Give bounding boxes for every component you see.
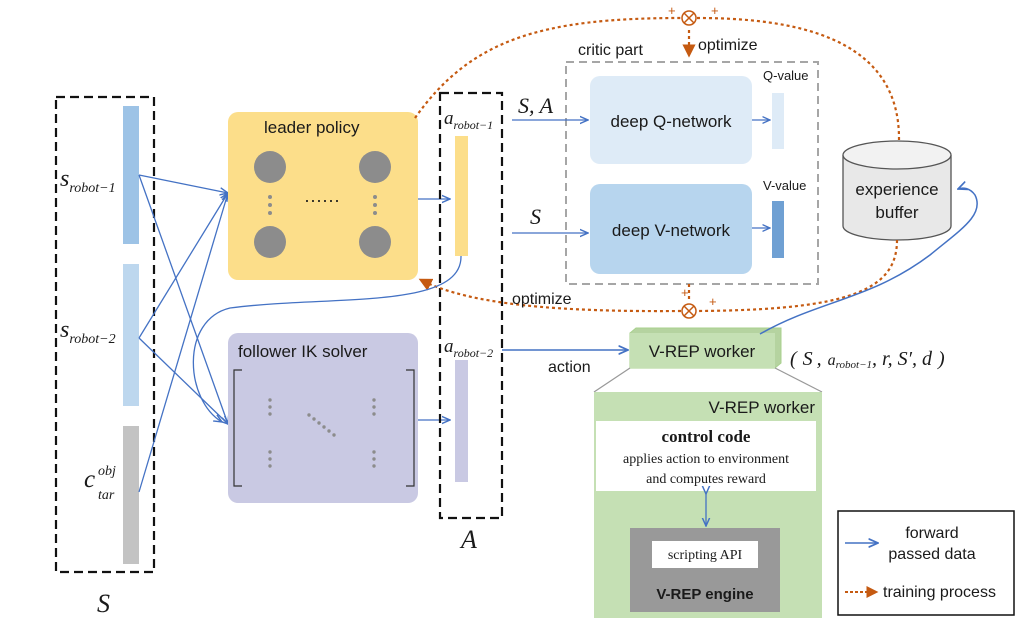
matrix-dots xyxy=(268,398,376,468)
optimize-critic-label: optimize xyxy=(698,37,758,54)
legend-box xyxy=(837,510,1015,616)
action-arrow-label: action xyxy=(548,359,591,376)
plus-sign: + xyxy=(709,294,717,309)
control-code-box xyxy=(596,421,816,491)
leader-hidden-dots: ······ xyxy=(304,190,340,210)
action-label-robot2: arobot−2 xyxy=(444,336,493,360)
state-bar-target xyxy=(123,426,139,564)
neuron-node xyxy=(359,151,391,183)
vrep-worker-detail-title: V-REP worker xyxy=(709,398,816,417)
control-code-line1: applies action to environment xyxy=(623,452,789,467)
v-value-bar xyxy=(772,201,784,258)
zoom-line-left xyxy=(593,367,631,393)
v-input-label: S xyxy=(530,204,541,229)
state-group-label: S xyxy=(97,589,110,618)
vrep-worker-node-face xyxy=(630,333,775,368)
training-path-buffer-to-bottom xyxy=(696,239,899,313)
critic-part-title: critic part xyxy=(578,42,643,59)
training-path-buffer-to-top xyxy=(696,16,901,141)
training-paths xyxy=(414,16,901,313)
plus-sign: + xyxy=(668,3,676,18)
action-label-robot1: arobot−1 xyxy=(444,108,493,132)
vrep-engine-label: V-REP engine xyxy=(656,586,753,603)
training-path-leader-to-top xyxy=(414,16,682,119)
state-label-target-sup: obj xyxy=(98,464,116,479)
critic-part-box xyxy=(565,61,819,285)
state-label-target-sub: tar xyxy=(98,488,115,503)
q-value-bar xyxy=(772,93,784,149)
v-network-box xyxy=(590,184,752,274)
follower-solver-box xyxy=(228,333,418,503)
optimize-leader-arrow xyxy=(418,278,682,313)
follower-solver-title: follower IK solver xyxy=(238,342,368,361)
q-input-label: S, A xyxy=(518,93,554,118)
buffer-cylinder-top xyxy=(842,140,952,170)
buffer-label-line1: experience xyxy=(855,180,938,199)
transition-to-buffer-arrow xyxy=(759,188,978,335)
buffer-label-line2: buffer xyxy=(875,203,919,222)
leader-policy-title: leader policy xyxy=(264,118,360,137)
q-value-label: Q-value xyxy=(763,68,809,83)
legend-training-label: training process xyxy=(883,584,996,601)
vrep-worker-node-label: V-REP worker xyxy=(649,342,756,361)
legend-forward-line2: passed data xyxy=(888,546,975,563)
matrix-bracket-right xyxy=(406,369,415,487)
v-value-label: V-value xyxy=(763,178,806,193)
matrix-bracket-left xyxy=(233,369,242,487)
neuron-node xyxy=(254,151,286,183)
state-bar-robot2 xyxy=(123,264,139,406)
sum-node-bottom xyxy=(681,303,697,319)
optimize-leader-label: optimize xyxy=(512,291,572,308)
v-network-label: deep V-network xyxy=(612,221,731,240)
plus-sign: + xyxy=(711,3,719,18)
input-arrows xyxy=(138,174,228,493)
scripting-api-label: scripting API xyxy=(668,548,743,563)
transition-tuple: (S,arobot−1, r, S′, d) xyxy=(790,348,945,371)
q-network-box xyxy=(590,76,752,164)
sum-node-top xyxy=(681,10,697,26)
action-bar-robot1 xyxy=(455,136,468,256)
plus-sign: + xyxy=(681,285,689,300)
legend-forward-line1: forward xyxy=(905,525,958,542)
action-feedback-arrow xyxy=(192,255,462,422)
q-network-label: deep Q-network xyxy=(611,112,732,131)
state-bar-robot1 xyxy=(123,106,139,244)
neuron-ellipsis xyxy=(268,195,377,215)
action-bar-robot2 xyxy=(455,360,468,482)
neuron-node xyxy=(359,226,391,258)
neuron-node xyxy=(254,226,286,258)
control-code-line2: and computes reward xyxy=(646,472,766,487)
state-group-box xyxy=(54,95,156,574)
scripting-api-box xyxy=(652,541,758,568)
action-group-box xyxy=(438,91,504,520)
control-code-title: control code xyxy=(662,427,751,446)
state-label-target: c xyxy=(84,466,95,493)
state-label-robot1: srobot−1 xyxy=(60,166,116,196)
zoom-line-right xyxy=(774,367,823,393)
action-group-label: A xyxy=(459,525,477,554)
state-label-robot2: srobot−2 xyxy=(60,317,116,347)
